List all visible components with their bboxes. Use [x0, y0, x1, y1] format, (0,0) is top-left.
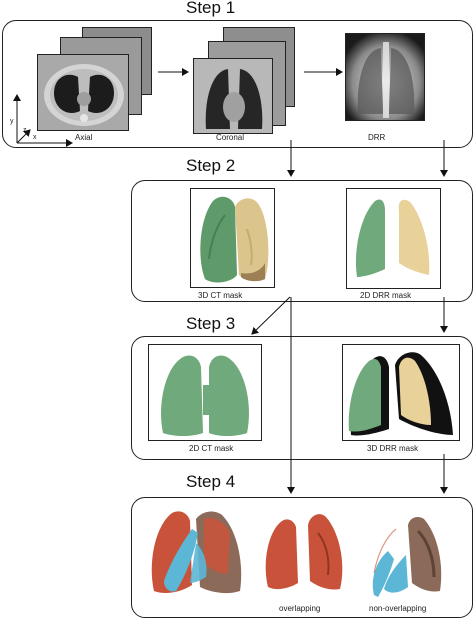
- axial-caption: Axial: [75, 133, 93, 142]
- drr-mask-2d-image: [346, 188, 441, 289]
- step4-title: Step 4: [186, 472, 236, 491]
- axis-z-arrow: [16, 129, 31, 144]
- non-overlapping-caption: non-overlapping: [369, 604, 427, 613]
- drr-mask-3d-image: [342, 344, 460, 441]
- drr-mask-3d-caption: 3D DRR mask: [367, 444, 419, 453]
- step2-title: Step 2: [186, 156, 236, 175]
- drr-image: [345, 33, 425, 121]
- coronal-caption: Coronal: [216, 133, 245, 142]
- drr-mask-2d-caption: 2D DRR mask: [360, 291, 412, 300]
- axial-ct-image: [37, 54, 129, 131]
- ct-mask-3d-caption: 3D CT mask: [198, 291, 243, 300]
- ct-mask-3d-image: [190, 188, 275, 288]
- step4-images: [142, 503, 465, 603]
- axis-x-label: x: [33, 134, 37, 141]
- drr-caption: DRR: [368, 133, 386, 142]
- coronal-ct-image: [193, 58, 273, 134]
- step3-title: Step 3: [186, 314, 236, 333]
- ct-mask-2d-image: [148, 344, 262, 441]
- arrow-ct3d-to-ct2d: [251, 296, 291, 335]
- overlapping-caption: overlapping: [279, 604, 321, 613]
- step1-title: Step 1: [186, 0, 236, 17]
- ct-mask-2d-caption: 2D CT mask: [189, 444, 234, 453]
- axis-y-label: y: [10, 118, 14, 125]
